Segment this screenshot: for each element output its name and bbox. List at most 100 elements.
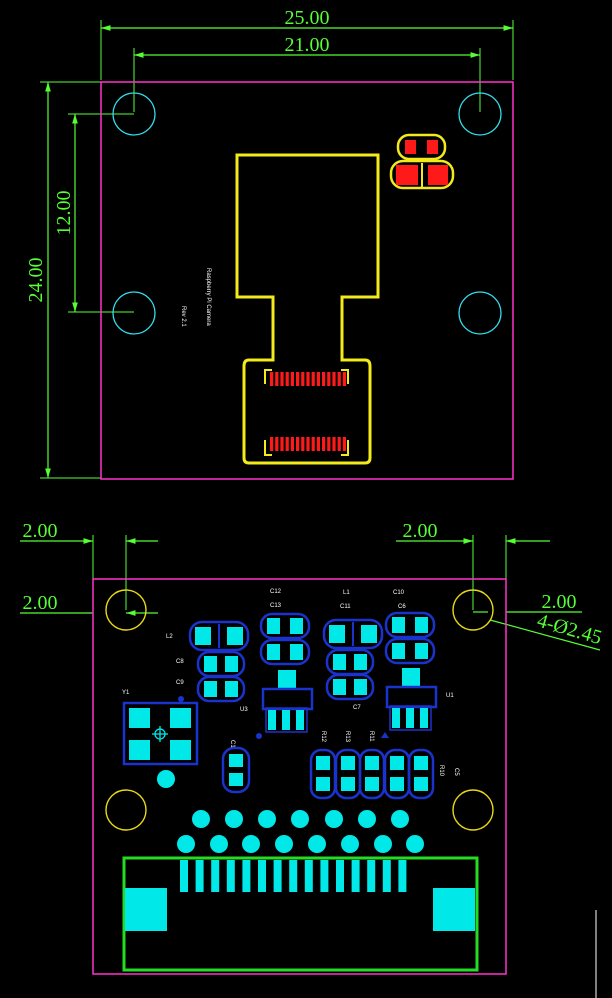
resistor-row <box>309 748 435 800</box>
mounting-hole-top-left <box>112 92 156 136</box>
component-C9 <box>196 675 246 703</box>
test-point <box>391 810 409 828</box>
label-Y1: Y1 <box>122 690 130 696</box>
component-C8 <box>196 650 246 678</box>
label-L1: L1 <box>343 590 350 596</box>
label-C12: C12 <box>270 589 282 595</box>
fpc-pad <box>270 437 274 451</box>
connector-finger <box>304 860 313 892</box>
resistor <box>383 748 411 800</box>
fpc-pad <box>311 372 315 386</box>
mounting-hole-bottom-left <box>112 291 156 335</box>
connector-finger <box>289 860 298 892</box>
test-point <box>291 810 309 828</box>
test-point <box>358 810 376 828</box>
bottom-hole-bottom-left <box>105 789 147 831</box>
label-C10: C10 <box>393 590 405 596</box>
bottom-hole-top-left <box>105 589 147 631</box>
dim-right-offset-y-label: 2.00 <box>542 591 577 613</box>
component-L1 <box>322 618 384 650</box>
component-C7 <box>325 673 375 701</box>
fpc-pad <box>337 372 341 386</box>
test-point <box>225 810 243 828</box>
label-U3: U3 <box>240 707 248 713</box>
bottom-hole-top-right <box>452 589 494 631</box>
fpc-pad <box>280 437 284 451</box>
fpc-pad <box>342 372 346 386</box>
resistor-pad <box>390 777 404 791</box>
label-C6: C6 <box>398 604 406 610</box>
dim-left-offset-y: 2.00 <box>20 592 158 616</box>
dim-right-offset-y: 2.00 <box>473 591 582 613</box>
hole-callout: 4-Ø2.45 <box>489 610 604 651</box>
smd-part-small <box>396 133 447 161</box>
fpc-pad <box>275 372 279 386</box>
dim-width-holes: 21.00 <box>133 34 481 112</box>
mounting-hole-top-right <box>458 92 502 136</box>
resistor-pad <box>390 756 404 770</box>
top-view: 25.00 21.00 24.00 12.00 <box>25 7 514 480</box>
bottom-view: 2.00 2.00 2.00 2.00 4-Ø2.45 <box>20 520 604 998</box>
component-U3 <box>261 670 314 733</box>
component-C10 <box>384 611 436 639</box>
fpc-pad <box>301 372 305 386</box>
bottom-hole-bottom-right <box>452 789 494 831</box>
fpc-pad <box>322 437 326 451</box>
resistor-pad <box>365 756 379 770</box>
bottom-board-outline <box>92 578 507 975</box>
fpc-pad <box>337 437 341 451</box>
label-R12: R12 <box>320 731 326 743</box>
fpc-pad <box>270 372 274 386</box>
fpc-pad <box>306 437 310 451</box>
component-U1 <box>385 668 438 731</box>
resistor-pad <box>316 756 330 770</box>
fpc-pad <box>285 437 289 451</box>
label-C11: C11 <box>340 604 351 610</box>
dim-left-offset-x-label: 2.00 <box>23 520 58 542</box>
dim-width-outer-label: 25.00 <box>285 7 330 29</box>
connector-finger <box>258 860 266 892</box>
test-point <box>308 835 326 853</box>
connector-finger <box>336 860 344 892</box>
label-U1: U1 <box>446 693 454 699</box>
resistor <box>309 748 337 800</box>
test-point <box>210 835 228 853</box>
fpc-pad <box>296 437 300 451</box>
fpc-pad <box>290 372 294 386</box>
connector-finger <box>211 860 220 892</box>
label-R11: R11 <box>368 731 374 742</box>
component-C11 <box>325 648 375 676</box>
pin1-marker <box>256 733 262 739</box>
label-C13: C13 <box>270 603 282 609</box>
fpc-pad <box>322 372 326 386</box>
test-point <box>275 835 293 853</box>
connector-finger <box>226 860 235 892</box>
dim-left-offset-x: 2.00 <box>20 520 158 610</box>
connector-finger <box>367 860 376 892</box>
label-C8: C8 <box>176 659 184 665</box>
test-point <box>406 835 424 853</box>
resistor-pad <box>341 756 355 770</box>
fpc-pad <box>316 372 320 386</box>
label-L2: L2 <box>166 634 173 640</box>
component-L2 <box>188 620 250 652</box>
resistor-pad <box>365 777 379 791</box>
fpc-pad <box>327 437 331 451</box>
top-board-outline <box>100 81 514 480</box>
component-Y1 <box>122 701 199 788</box>
component-C1 <box>221 746 251 794</box>
connector-finger <box>382 860 391 892</box>
connector-finger <box>180 860 188 892</box>
fpc-pad <box>316 437 320 451</box>
label-C5: C5 <box>453 768 459 776</box>
fpc-pad <box>296 372 300 386</box>
smd-part-large <box>389 159 455 190</box>
label-R13: R13 <box>344 731 350 743</box>
dim-width-outer: 25.00 <box>100 7 514 80</box>
resistor-pad <box>414 777 428 791</box>
fpc-connector-bottom <box>264 437 349 456</box>
resistor-pad <box>341 777 355 791</box>
mounting-hole-bottom-right <box>458 291 502 335</box>
fpc-pad <box>301 437 305 451</box>
fpc-pad <box>332 437 336 451</box>
